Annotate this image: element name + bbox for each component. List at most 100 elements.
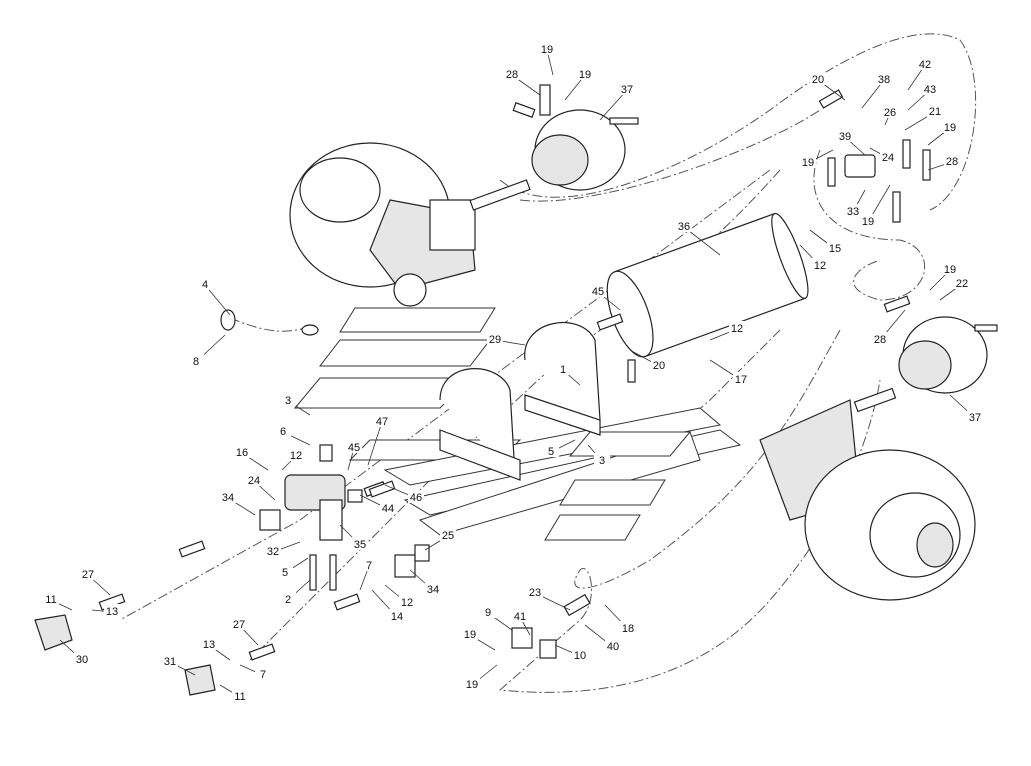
callout-label-19: 19: [944, 264, 956, 276]
callout-bg: [280, 393, 296, 406]
callout-label-25: 25: [442, 530, 454, 542]
callout-label-13: 13: [106, 606, 118, 618]
callout-bg: [255, 667, 271, 680]
callout-label-6: 6: [280, 426, 286, 438]
callout-bg: [74, 652, 90, 665]
callout-bg: [572, 648, 588, 661]
callout-bg: [277, 565, 293, 578]
callout-label-28: 28: [506, 69, 518, 81]
callout-bg: [197, 277, 213, 290]
callout-bg: [967, 410, 983, 423]
callout-label-24: 24: [882, 152, 894, 164]
callout-label-9: 9: [485, 607, 491, 619]
callout-label-17: 17: [735, 374, 747, 386]
callout-bg: [527, 585, 543, 598]
callout-bg: [231, 617, 247, 630]
callout-label-40: 40: [607, 641, 619, 653]
callout-label-1: 1: [560, 364, 566, 376]
callout-label-35: 35: [354, 539, 366, 551]
callout-label-42: 42: [919, 59, 931, 71]
callout-bg: [927, 104, 943, 117]
callout-bg: [577, 67, 593, 80]
callout-label-2: 2: [285, 594, 291, 606]
callout-bg: [288, 448, 304, 461]
callout-bg: [352, 537, 368, 550]
callout-label-37: 37: [621, 84, 633, 96]
callout-bg: [880, 150, 896, 163]
callout-label-34: 34: [427, 584, 439, 596]
brake-chamber-rear: [853, 316, 998, 413]
callout-bg: [220, 490, 236, 503]
callout-bg: [275, 424, 291, 437]
callout-label-27: 27: [233, 619, 245, 631]
callout-bg: [104, 604, 120, 617]
callout-label-45: 45: [348, 442, 360, 454]
callout-label-26: 26: [884, 107, 896, 119]
callout-bg: [812, 258, 828, 271]
callout-bg: [543, 444, 559, 457]
callout-label-31: 31: [164, 656, 176, 668]
callout-bg: [487, 332, 503, 345]
brake-chamber-front: [512, 84, 639, 191]
callout-label-36: 36: [678, 221, 690, 233]
callout-label-16: 16: [236, 447, 248, 459]
callout-leader: [367, 421, 383, 466]
callout-label-10: 10: [574, 650, 586, 662]
callout-bg: [440, 528, 456, 541]
callout-bg: [872, 332, 888, 345]
callout-label-20: 20: [812, 74, 824, 86]
callout-bg: [845, 204, 861, 217]
callout-label-19: 19: [579, 69, 591, 81]
callout-label-12: 12: [814, 260, 826, 272]
callout-label-34: 34: [222, 492, 234, 504]
callout-bg: [620, 621, 636, 634]
callout-bg: [346, 440, 362, 453]
callout-label-19: 19: [466, 679, 478, 691]
callout-label-19: 19: [541, 44, 553, 56]
callout-label-20: 20: [653, 360, 665, 372]
callout-bg: [464, 677, 480, 690]
callout-bg: [729, 321, 745, 334]
rear-axle-assembly: [759, 399, 976, 601]
callout-bg: [201, 637, 217, 650]
callout-bg: [512, 609, 528, 622]
callout-label-30: 30: [76, 654, 88, 666]
callout-label-19: 19: [802, 157, 814, 169]
callout-label-19: 19: [944, 122, 956, 134]
callout-bg: [361, 558, 377, 571]
callout-label-8: 8: [193, 356, 199, 368]
callout-label-19: 19: [862, 216, 874, 228]
callout-label-5: 5: [548, 446, 554, 458]
callout-bg: [800, 155, 816, 168]
coupling-head-30: [34, 614, 73, 651]
callout-bg: [917, 57, 933, 70]
callout-bg: [590, 284, 606, 297]
callout-label-7: 7: [366, 560, 372, 572]
callout-label-3: 3: [599, 455, 605, 467]
callout-bg: [188, 354, 204, 367]
callout-label-21: 21: [929, 106, 941, 118]
callout-label-32: 32: [267, 546, 279, 558]
callout-label-28: 28: [874, 334, 886, 346]
callout-label-47: 47: [376, 416, 388, 428]
callout-label-18: 18: [622, 623, 634, 635]
callout-bg: [922, 82, 938, 95]
relay-valve-assembly: [259, 444, 430, 591]
callout-bg: [733, 372, 749, 385]
front-axle-assembly: [289, 142, 531, 307]
callout-bg: [837, 129, 853, 142]
callout-bg: [944, 154, 960, 167]
callout-bg: [399, 595, 415, 608]
callout-bg: [280, 592, 296, 605]
callout-label-12: 12: [731, 323, 743, 335]
callout-label-24: 24: [248, 475, 260, 487]
callout-label-4: 4: [202, 279, 208, 291]
callout-bg: [942, 120, 958, 133]
callout-label-5: 5: [282, 567, 288, 579]
callout-bg: [234, 445, 250, 458]
callout-label-11: 11: [234, 691, 245, 703]
callout-label-28: 28: [946, 156, 958, 168]
callout-bg: [480, 605, 496, 618]
callout-label-46: 46: [410, 492, 422, 504]
